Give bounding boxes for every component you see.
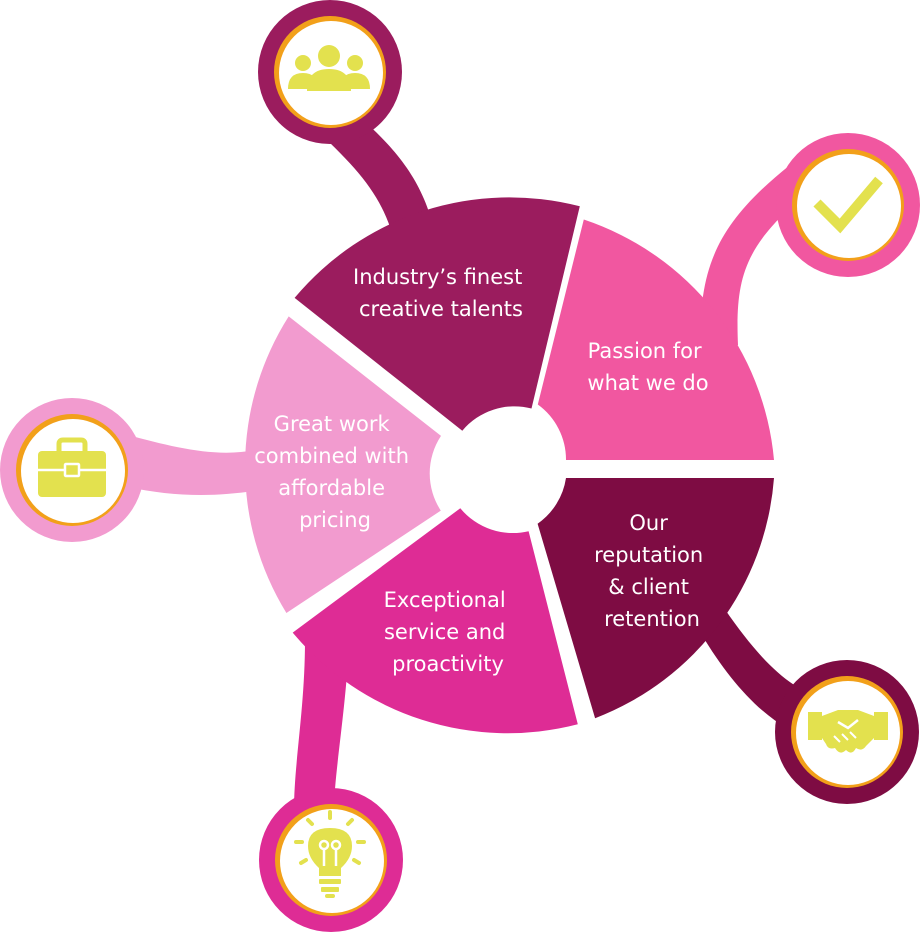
pricing-label-line-3: affordable [278,476,385,500]
segment-reputation-label: Our reputation & client retention [594,511,710,631]
service-label-line-2: service and [384,620,505,644]
segment-service-label: Exceptional service and proactivity [384,588,513,676]
segment-reputation[interactable] [537,478,774,719]
reputation-label-line-4: retention [604,607,700,631]
passion-label-line-1: Passion for [588,339,702,363]
checkmark-icon [813,176,883,234]
service-label-line-3: proactivity [392,652,504,676]
reputation-label-line-1: Our [629,511,668,535]
segment-talents[interactable] [294,197,580,431]
reputation-label-line-2: reputation [594,543,703,567]
people-group-icon [288,45,370,91]
bubble-talents[interactable] [258,0,402,144]
pricing-label-line-4: pricing [299,508,371,532]
talents-label-line-1: Industry’s finest [353,265,522,289]
passion-label-line-2: what we do [587,371,708,395]
segment-service[interactable] [292,508,578,734]
briefcase-icon [38,437,106,497]
connector-service [293,630,350,835]
bubble-reputation[interactable] [775,660,919,804]
bubble-passion[interactable] [776,133,920,277]
lightbulb-icon [294,810,366,898]
pricing-label-line-1: Great work [274,412,391,436]
segment-pricing-label: Great work combined with affordable pric… [254,412,416,532]
handshake-icon [808,710,888,753]
reputation-label-line-3: & client [608,575,689,599]
segment-passion-label: Passion for what we do [587,339,708,395]
bubble-pricing[interactable] [0,398,144,542]
bubble-service[interactable] [259,788,403,932]
talents-label-line-2: creative talents [359,297,523,321]
segment-talents-label: Industry’s finest creative talents [353,265,529,321]
service-label-line-1: Exceptional [384,588,506,612]
segment-passion[interactable] [537,219,774,461]
segment-pricing[interactable] [245,316,441,613]
pricing-label-line-2: combined with [254,444,409,468]
